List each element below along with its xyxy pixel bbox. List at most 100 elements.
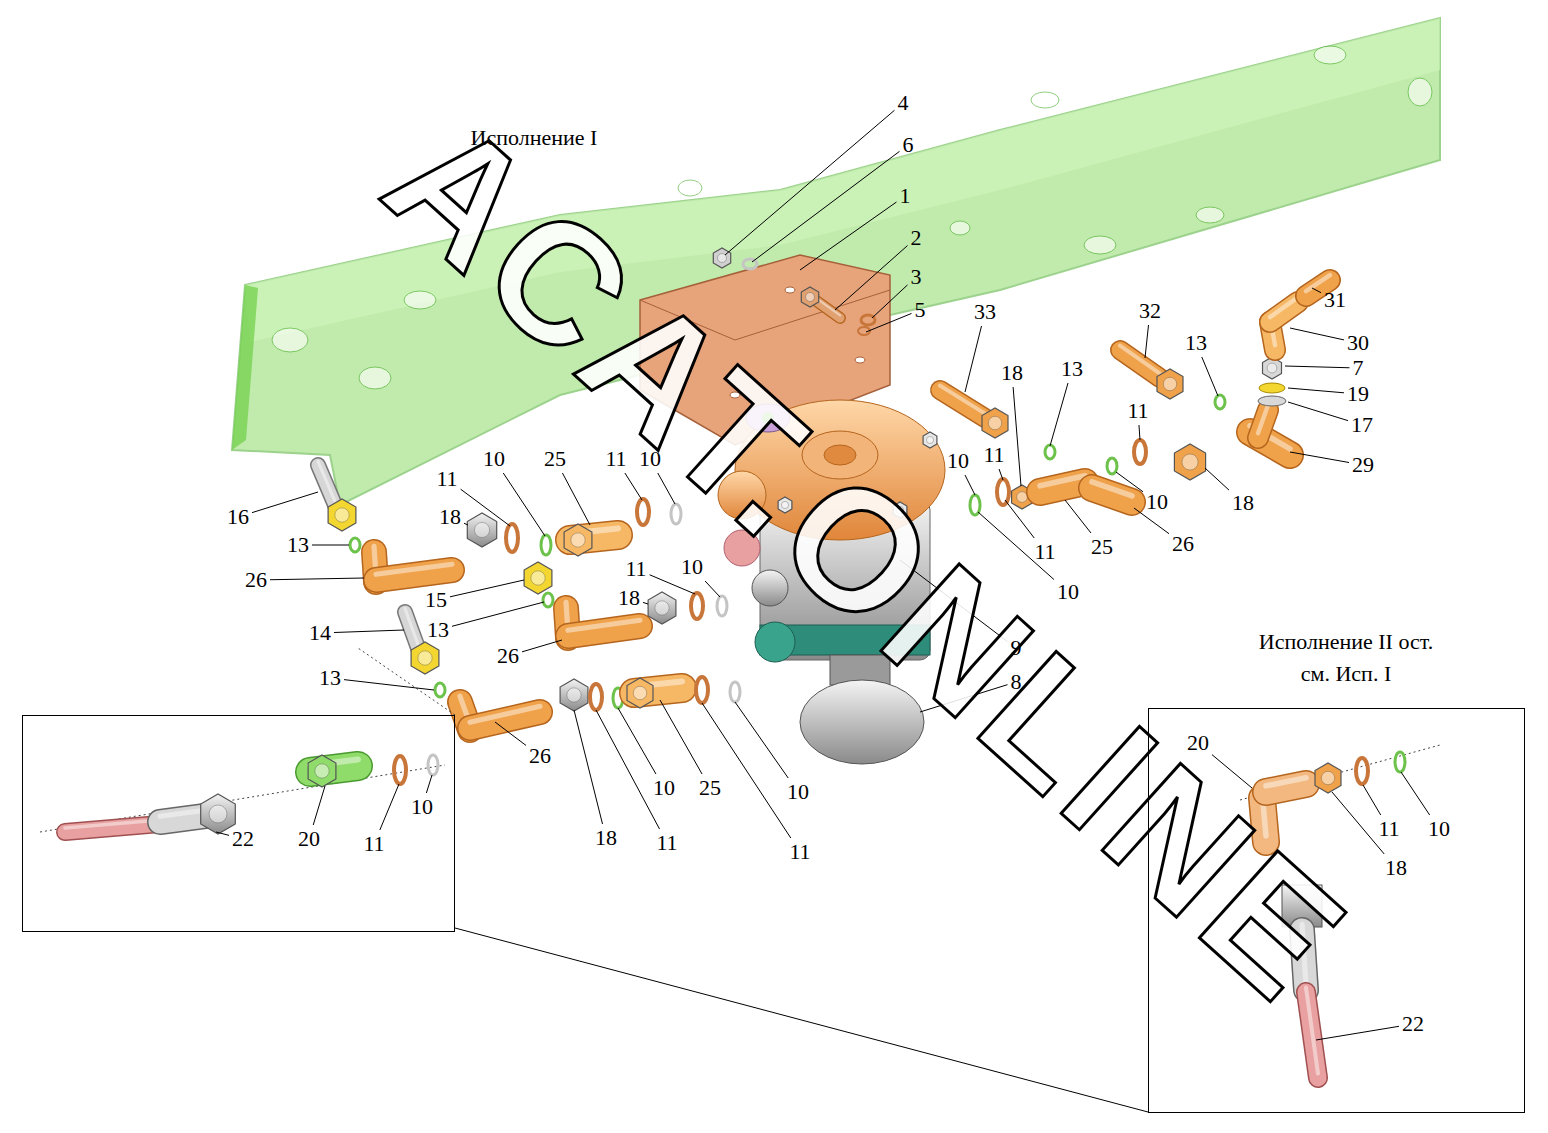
hex-nut [713,248,730,268]
leader-line [735,702,788,778]
callout-number: 10 [1057,581,1079,603]
nut-bore [474,522,489,537]
fitting [940,390,985,418]
callout-number: 11 [436,468,457,490]
hex-nut [328,499,356,531]
valve-port [755,622,795,662]
leader-line [312,545,349,546]
callout-number: 10 [681,556,703,578]
leader-line [562,473,590,525]
leader-line [313,786,325,825]
callout-number: 10 [947,450,969,472]
hex-nut [467,513,496,547]
leader-line [1290,328,1344,340]
leader-line [660,700,702,774]
hex-nut [411,642,439,674]
leader-line [1288,402,1348,421]
leader-line [1116,472,1143,492]
nut-bore [926,436,933,443]
beam-hole [678,180,702,196]
leader-line [1202,357,1218,396]
washer [1215,395,1225,409]
callout-number: 3 [911,266,922,288]
washer [1356,758,1368,784]
hex-nut [648,592,676,624]
leader-line [1013,387,1021,486]
nut-bore [1163,377,1177,391]
bracket-hole [855,357,865,363]
hex-nut [1315,763,1341,793]
axis-line [1240,745,1440,800]
callout-number: 26 [245,569,267,591]
callout-number: 26 [529,745,551,767]
washer [743,259,757,269]
washer [394,756,406,784]
washer [1107,458,1117,474]
leader-line [216,832,229,835]
washer [696,677,708,703]
hex-nut [982,408,1008,438]
bracket-hole [785,287,795,293]
leader-line [872,285,908,318]
callout-number: 13 [287,534,309,556]
leader-line [1205,468,1229,490]
washer [717,596,727,616]
callout-number: 18 [1232,492,1254,514]
leader-line [1139,425,1140,440]
leader-line [522,640,562,652]
leader-line [1332,792,1384,854]
washer [435,683,445,697]
hose-highlight [65,820,160,828]
callout-number: 10 [1428,818,1450,840]
washer [997,479,1009,505]
callout-number: 11 [605,448,626,470]
beam-hole [1408,78,1432,106]
callout-number: 10 [411,796,433,818]
washer [1395,752,1405,772]
elbow-highlight [1258,405,1268,433]
hex-nut [1157,369,1183,399]
cover-bolt [923,432,937,448]
beam-hole [1084,236,1116,254]
beam-end [232,285,258,450]
washer [506,524,518,552]
washer [543,593,553,607]
leader-line [965,475,975,495]
callout-number: 18 [1385,857,1407,879]
leader-line [1005,500,1034,538]
leader-line [705,581,720,597]
leader-line [574,710,603,824]
washer [637,499,649,525]
fitting-outline [1120,350,1160,378]
leader-line [426,775,432,793]
callout-number: 25 [544,448,566,470]
leader-line [380,784,399,830]
leader-line [618,708,656,774]
elbow-highlight [1092,482,1132,496]
nut-bore [655,601,669,615]
leader-line [596,710,660,829]
fitting-outline [940,390,985,418]
watermark: ACAT.ONLINE [358,89,1377,1030]
callout-number: 11 [1034,541,1055,563]
bracket-fold [735,290,890,340]
inset-frame: 22201110 [22,715,455,932]
beam-hole [404,291,436,309]
callout-number: 10 [1146,491,1168,513]
callout-number: 18 [439,506,461,528]
washer [541,535,551,555]
leader-line [752,151,900,262]
leader-line [1288,388,1344,393]
leader-line [1316,1026,1399,1040]
elbow-highlight [376,564,452,574]
callout-number: 4 [898,92,909,114]
beam-hole [359,367,391,389]
leader-line [450,580,524,597]
beam-hole [1196,207,1224,223]
leader-line [1065,500,1091,533]
nut-bore [1267,363,1277,373]
leader-line [334,630,404,633]
fitting [1120,350,1160,378]
nut-bore [1017,492,1028,503]
hex-nut [560,679,588,711]
